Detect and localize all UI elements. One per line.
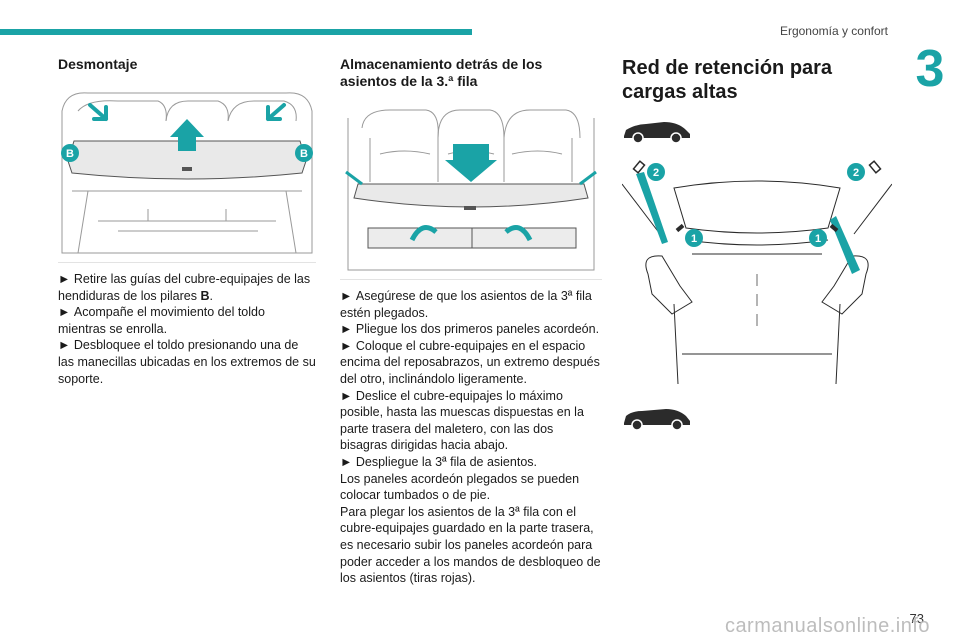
label-b-right: B [295, 144, 313, 162]
storage-step-5: Despliegue la 3ª fila de asientos. [340, 454, 602, 471]
storage-illustration [340, 98, 602, 280]
storage-heading: Almacenamiento detrás de los asientos de… [340, 56, 543, 89]
watermark: carmanualsonline.info [724, 615, 930, 637]
storage-step-2: Pliegue los dos primeros paneles acordeó… [340, 321, 602, 338]
trunk-removal-drawing: B B [61, 92, 313, 254]
svg-text:B: B [66, 148, 74, 160]
svg-text:B: B [300, 148, 308, 160]
removal-step-3: Desbloquee el toldo presionando una de l… [58, 337, 316, 387]
chapter-number: 3 [915, 40, 945, 98]
storage-instructions: Asegúrese de que los asientos de la 3ª f… [340, 288, 602, 587]
label-1-right: 1 [809, 229, 827, 247]
storage-note-2: Para plegar los asientos de la 3ª fila c… [340, 504, 601, 586]
label-2-left: 2 [647, 163, 665, 181]
svg-text:2: 2 [853, 167, 859, 179]
storage-step-4: Deslice el cubre-equipajes lo máximo pos… [340, 388, 602, 454]
storage-drawing [345, 109, 597, 271]
retention-net-drawing: 2 2 1 1 [621, 160, 893, 385]
chapter-tab: 3 [900, 42, 960, 96]
label-2-right: 2 [847, 163, 865, 181]
svg-text:1: 1 [815, 233, 821, 245]
removal-illustration: B B [58, 81, 316, 263]
label-b-left: B [61, 144, 79, 162]
column-net: Red de retención para cargas altas [621, 56, 893, 433]
removal-instructions: Retire las guías del cubre-equipajes de … [58, 271, 316, 387]
mpv-car-icon [624, 409, 690, 431]
svg-text:2: 2 [653, 167, 659, 179]
net-heading: Red de retención para cargas altas [622, 57, 833, 103]
removal-step-1: Retire las guías del cubre-equipajes de … [58, 271, 316, 304]
storage-step-3: Coloque el cubre-equipajes en el espacio… [340, 338, 602, 388]
page-number: 73 [909, 611, 924, 626]
storage-note-1: Los paneles acordeón plegados se pueden … [340, 471, 580, 503]
storage-step-1: Asegúrese de que los asientos de la 3ª f… [340, 288, 602, 321]
svg-text:1: 1 [691, 233, 697, 245]
removal-heading: Desmontaje [58, 56, 138, 72]
section-title: Ergonomía y confort [779, 24, 888, 38]
header-accent-bar [0, 29, 472, 35]
suv-car-icon [624, 122, 690, 144]
label-1-left: 1 [685, 229, 703, 247]
column-storage: Almacenamiento detrás de los asientos de… [340, 56, 602, 587]
column-removal: Desmontaje B [58, 56, 316, 387]
removal-step-2: Acompañe el movimiento del toldo mientra… [58, 304, 316, 337]
